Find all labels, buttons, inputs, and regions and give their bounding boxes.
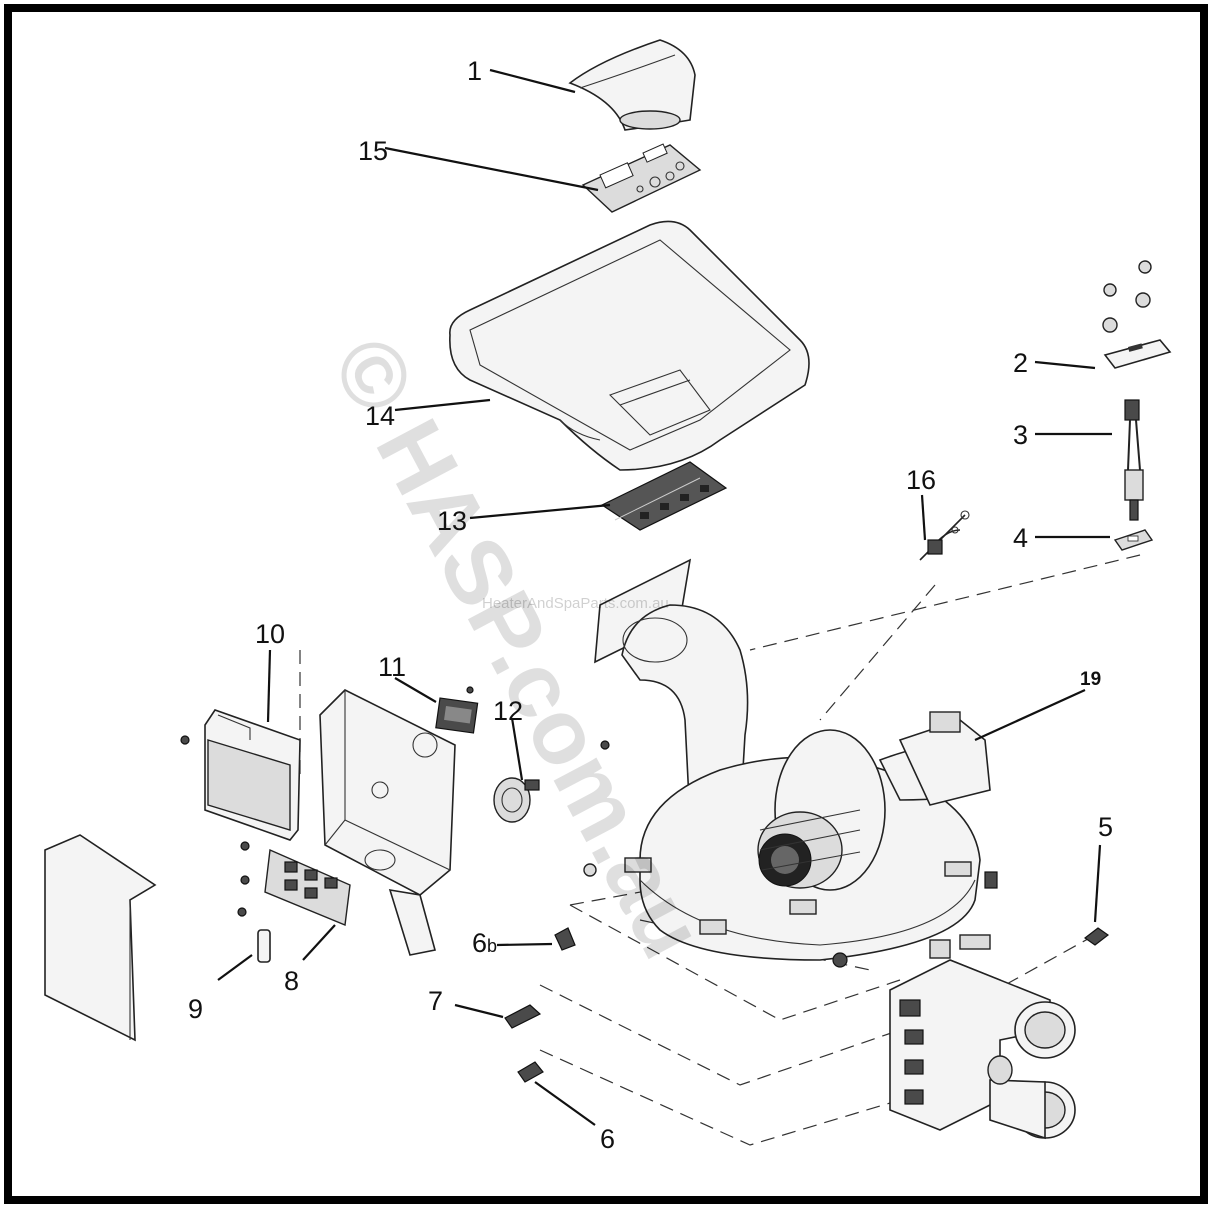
part-16-wire-harness — [919, 510, 970, 561]
part-1-cover — [568, 39, 696, 131]
part-19-blower-assembly — [583, 711, 998, 968]
part-11-transformer — [435, 686, 479, 734]
part-13-circuit-board — [600, 461, 728, 531]
callout-2: 2 — [1013, 348, 1028, 378]
part-10-control-module — [180, 709, 301, 841]
callout-10: 10 — [255, 619, 285, 649]
part-15-control-overlay — [581, 143, 702, 213]
watermark-small: HeaterAndSpaParts.com.au — [482, 595, 669, 612]
callout-15: 15 — [358, 136, 388, 166]
callout-12: 12 — [493, 696, 523, 726]
callout-16: 16 — [906, 465, 936, 495]
callout-9: 9 — [188, 994, 203, 1024]
exhaust-vent-pipe — [594, 558, 749, 821]
callout-6: 6 — [600, 1124, 615, 1154]
callout-6b: 6 — [472, 928, 487, 958]
callout-1: 1 — [467, 56, 482, 86]
part-12-air-pressure-switch — [493, 777, 540, 823]
part-3-sensor-wire — [1124, 399, 1144, 521]
callout-7: 7 — [428, 986, 443, 1016]
callout-5: 5 — [1098, 812, 1113, 842]
part-6b-sensor — [554, 927, 576, 951]
part-14-top-cover — [449, 220, 810, 471]
callout-13: 13 — [437, 506, 467, 536]
part-7-thermistor — [504, 1004, 542, 1029]
callout-11: 11 — [378, 652, 406, 682]
part-2-bracket — [1102, 260, 1172, 369]
junction-box — [319, 689, 456, 956]
water-header-manifold — [889, 934, 1076, 1140]
part-4-gasket — [1113, 529, 1154, 551]
part-8-terminal-board — [237, 841, 351, 926]
part-6-sensor — [517, 1061, 544, 1083]
callout-3: 3 — [1013, 420, 1028, 450]
side-access-panel — [44, 834, 157, 1042]
callout-14: 14 — [365, 401, 395, 431]
part-9-fuse — [257, 929, 271, 963]
leader-lines — [217, 68, 1112, 1126]
callout-8: 8 — [284, 966, 299, 996]
callout-4: 4 — [1013, 523, 1028, 553]
callout-6b-suffix: b — [487, 936, 497, 956]
callout-19: 19 — [1080, 669, 1101, 690]
callout-labels: 1 15 14 13 2 3 4 16 19 5 6 b 7 6 8 9 10 … — [188, 56, 1113, 1154]
part-5-pressure-switch — [1083, 927, 1110, 946]
